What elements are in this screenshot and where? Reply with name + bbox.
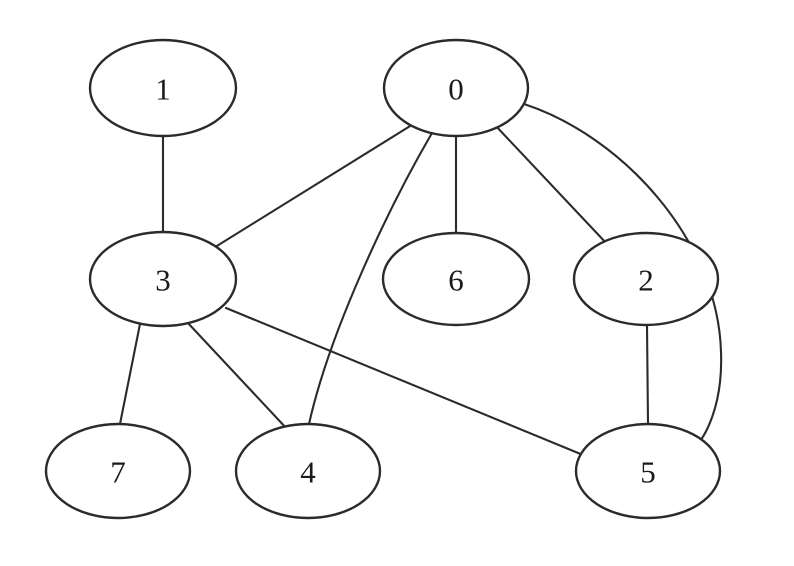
edge-2-5 bbox=[645, 323, 650, 426]
node-shape-0[interactable] bbox=[382, 38, 530, 138]
edge-layer bbox=[118, 102, 723, 457]
graph-node-5[interactable]: 5 bbox=[574, 422, 722, 520]
node-label-4: 4 bbox=[300, 455, 316, 490]
graph-node-7[interactable]: 7 bbox=[44, 422, 192, 520]
node-shape-5[interactable] bbox=[574, 422, 722, 520]
graph-node-0[interactable]: 0 bbox=[382, 38, 530, 138]
edge-3-4 bbox=[185, 320, 290, 432]
graph-node-1[interactable]: 1 bbox=[88, 38, 238, 138]
node-label-0: 0 bbox=[448, 72, 464, 107]
graph-node-4[interactable]: 4 bbox=[234, 422, 382, 520]
node-shape-1[interactable] bbox=[88, 38, 238, 138]
node-label-7: 7 bbox=[110, 455, 126, 490]
node-shape-4[interactable] bbox=[234, 422, 382, 520]
node-shape-3[interactable] bbox=[88, 230, 238, 328]
node-label-2: 2 bbox=[638, 263, 654, 298]
graph-node-2[interactable]: 2 bbox=[572, 231, 720, 327]
graph-node-6[interactable]: 6 bbox=[381, 231, 531, 327]
node-shape-2[interactable] bbox=[572, 231, 720, 327]
edge-3-7 bbox=[118, 322, 142, 426]
node-label-1: 1 bbox=[155, 72, 171, 107]
node-shape-7[interactable] bbox=[44, 422, 192, 520]
node-label-5: 5 bbox=[640, 455, 656, 490]
graph-node-3[interactable]: 3 bbox=[88, 230, 238, 328]
edge-0-4 bbox=[307, 131, 434, 426]
edge-0-3 bbox=[210, 121, 417, 251]
edge-0-2 bbox=[492, 122, 610, 247]
node-label-6: 6 bbox=[448, 263, 464, 298]
edge-0-5 bbox=[522, 102, 723, 452]
edge-3-5 bbox=[224, 306, 585, 457]
node-shape-6[interactable] bbox=[381, 231, 531, 327]
node-layer: 1 0 3 6 2 7 4 5 bbox=[44, 38, 722, 520]
node-label-3: 3 bbox=[155, 263, 171, 298]
